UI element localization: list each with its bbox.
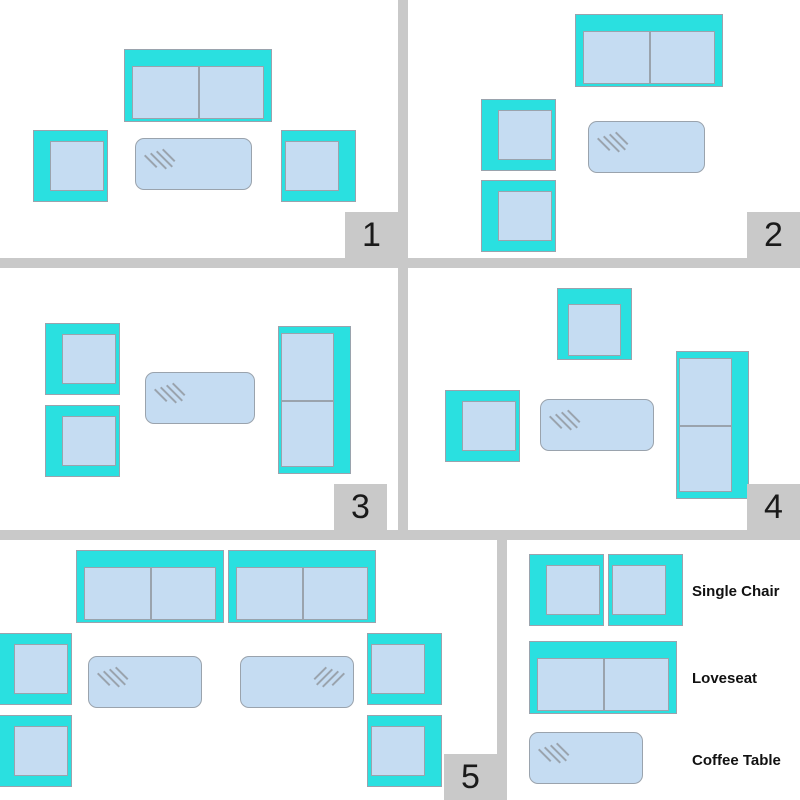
single-chair[interactable] <box>0 633 72 705</box>
legend-label-coffee-table: Coffee Table <box>692 752 781 769</box>
loveseat-cushion-right <box>603 657 669 711</box>
chair-cushion <box>284 140 339 192</box>
chair-cushion <box>498 190 553 242</box>
legend-label-single-chair: Single Chair <box>692 583 780 600</box>
loveseat-cushion-top <box>679 357 733 426</box>
loveseat-cushion-top <box>281 332 335 401</box>
coffee-table[interactable] <box>145 372 255 424</box>
glass-hatch-icon <box>142 144 176 174</box>
loveseat[interactable] <box>124 49 272 122</box>
legend-swatch-coffee-table <box>529 732 643 784</box>
panel-number-badge-4: 4 <box>747 484 800 530</box>
coffee-table[interactable] <box>135 138 252 190</box>
panel-4[interactable] <box>408 268 800 530</box>
loveseat-cushion-right <box>198 65 264 119</box>
panel-2[interactable] <box>408 0 800 258</box>
chair-cushion <box>568 304 621 357</box>
single-chair[interactable] <box>281 130 356 202</box>
loveseat-cushion-left <box>84 566 151 620</box>
single-chair[interactable] <box>0 715 72 787</box>
panel-3[interactable] <box>0 268 398 530</box>
single-chair[interactable] <box>481 99 556 171</box>
glass-hatch-icon <box>95 662 129 692</box>
single-chair[interactable] <box>481 180 556 252</box>
coffee-table[interactable] <box>88 656 202 708</box>
glass-hatch-icon <box>595 127 629 157</box>
panel-1[interactable] <box>0 0 398 258</box>
legend-label-loveseat: Loveseat <box>692 670 758 687</box>
single-chair[interactable] <box>557 288 632 360</box>
loveseat[interactable] <box>278 326 351 474</box>
loveseat-cushion-bottom <box>281 400 335 468</box>
chair-cushion <box>498 109 553 161</box>
legend-swatch-single-chair-right <box>608 554 683 626</box>
legend-swatch-loveseat <box>529 641 677 714</box>
chair-cushion <box>611 564 666 616</box>
panel-number-badge-5: 5 <box>444 754 497 800</box>
legend-panel: Single Chair Loveseat Coffee Table <box>507 540 800 800</box>
single-chair[interactable] <box>33 130 108 202</box>
chair-cushion <box>462 400 517 452</box>
panel-number-badge-1: 1 <box>345 212 398 258</box>
loveseat-cushion-left <box>236 566 303 620</box>
loveseat-cushion-left <box>583 30 650 84</box>
chair-cushion <box>546 564 601 616</box>
loveseat-cushion-left <box>132 65 199 119</box>
single-chair[interactable] <box>45 405 120 477</box>
chair-cushion <box>370 725 425 777</box>
panel-5[interactable] <box>0 540 497 800</box>
loveseat-cushion-right <box>302 566 368 620</box>
single-chair[interactable] <box>367 715 442 787</box>
glass-hatch-icon <box>152 378 186 408</box>
glass-hatch-icon <box>536 738 570 768</box>
coffee-table[interactable] <box>240 656 354 708</box>
panel-number-badge-2: 2 <box>747 212 800 258</box>
single-chair[interactable] <box>445 390 520 462</box>
coffee-table[interactable] <box>588 121 705 173</box>
chair-cushion <box>50 140 105 192</box>
loveseat-cushion-right <box>649 30 715 84</box>
loveseat-cushion-right <box>150 566 216 620</box>
loveseat[interactable] <box>76 550 224 623</box>
chair-cushion <box>14 725 69 777</box>
chair-cushion <box>14 643 69 695</box>
chair-cushion <box>62 415 117 467</box>
loveseat[interactable] <box>676 351 749 499</box>
loveseat[interactable] <box>228 550 376 623</box>
panel-number-badge-3: 3 <box>334 484 387 530</box>
single-chair[interactable] <box>367 633 442 705</box>
loveseat[interactable] <box>575 14 723 87</box>
chair-cushion <box>62 333 117 385</box>
chair-cushion <box>370 643 425 695</box>
loveseat-cushion-left <box>537 657 604 711</box>
glass-hatch-icon <box>547 405 581 435</box>
loveseat-cushion-bottom <box>679 425 733 493</box>
coffee-table[interactable] <box>540 399 654 451</box>
legend-swatch-single-chair-left <box>529 554 604 626</box>
single-chair[interactable] <box>45 323 120 395</box>
glass-hatch-icon <box>313 662 347 692</box>
